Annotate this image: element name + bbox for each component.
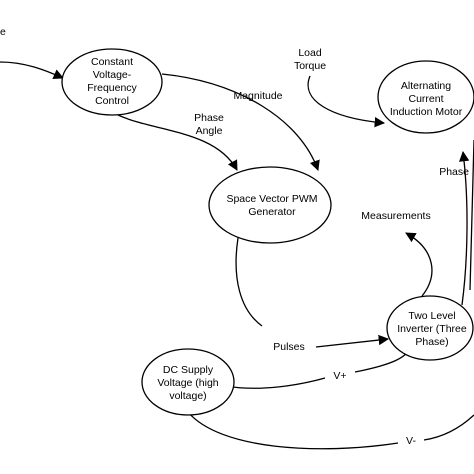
v-minus-label: V- (406, 435, 416, 447)
node-inverter: Two Level Inverter (Three Phase) (386, 295, 474, 361)
edge-input-to-constant-vf (0, 61, 64, 79)
phase-right-label: Phase (439, 166, 469, 178)
inverter-line-1: Two Level (408, 310, 455, 322)
phase-angle-label-1: Phase (194, 112, 224, 124)
svpwm-line-1: Space Vector PWM (226, 193, 317, 205)
edge-inverter-to-measurements (405, 232, 433, 297)
phase-angle-label-2: Angle (196, 125, 223, 137)
node-svpwm: Space Vector PWM Generator (208, 166, 332, 244)
constant-vf-line-2: Voltage- (93, 69, 132, 81)
dc-supply-line-3: voltage) (169, 390, 206, 402)
edge-vf-to-svpwm-phase-angle (117, 114, 238, 171)
edge-dc-to-vminus (187, 411, 399, 450)
left-edge-fragment-label: e (0, 26, 6, 38)
edge-right-loop (469, 139, 474, 291)
constant-vf-line-1: Constant (91, 56, 133, 68)
motor-line-1: Alternating (401, 80, 451, 92)
node-constant-vf: Constant Voltage- Frequency Control (61, 48, 163, 116)
inverter-line-3: Phase) (415, 336, 448, 348)
svpwm-line-2: Generator (248, 206, 296, 218)
measurements-label: Measurements (361, 210, 430, 222)
node-induction-motor: Alternating Current Induction Motor (377, 60, 474, 134)
node-dc-supply: DC Supply Voltage (high voltage) (141, 348, 235, 416)
inverter-line-2: Inverter (Three (397, 323, 467, 335)
load-torque-label-1: Load (298, 47, 322, 59)
edge-load-torque-to-motor (307, 75, 386, 128)
dc-supply-line-2: Voltage (high (157, 377, 218, 389)
edge-pulses-to-inverter (315, 334, 390, 348)
load-torque-label-2: Torque (294, 60, 326, 72)
constant-vf-line-4: Control (95, 95, 129, 107)
edge-inverter-to-motor-phase (458, 150, 470, 306)
constant-vf-line-3: Frequency (87, 82, 137, 94)
edge-vf-to-svpwm-magnitude (161, 73, 320, 171)
edge-dc-to-vplus (225, 377, 326, 389)
motor-line-3: Induction Motor (390, 106, 463, 118)
v-plus-label: V+ (333, 370, 346, 382)
motor-line-2: Current (408, 93, 443, 105)
edge-vminus-to-right (423, 414, 474, 441)
magnitude-label: Magnitude (233, 90, 282, 102)
edge-svpwm-to-pulses (235, 237, 263, 327)
pulses-label: Pulses (273, 341, 305, 353)
dc-supply-line-1: DC Supply (163, 364, 214, 376)
